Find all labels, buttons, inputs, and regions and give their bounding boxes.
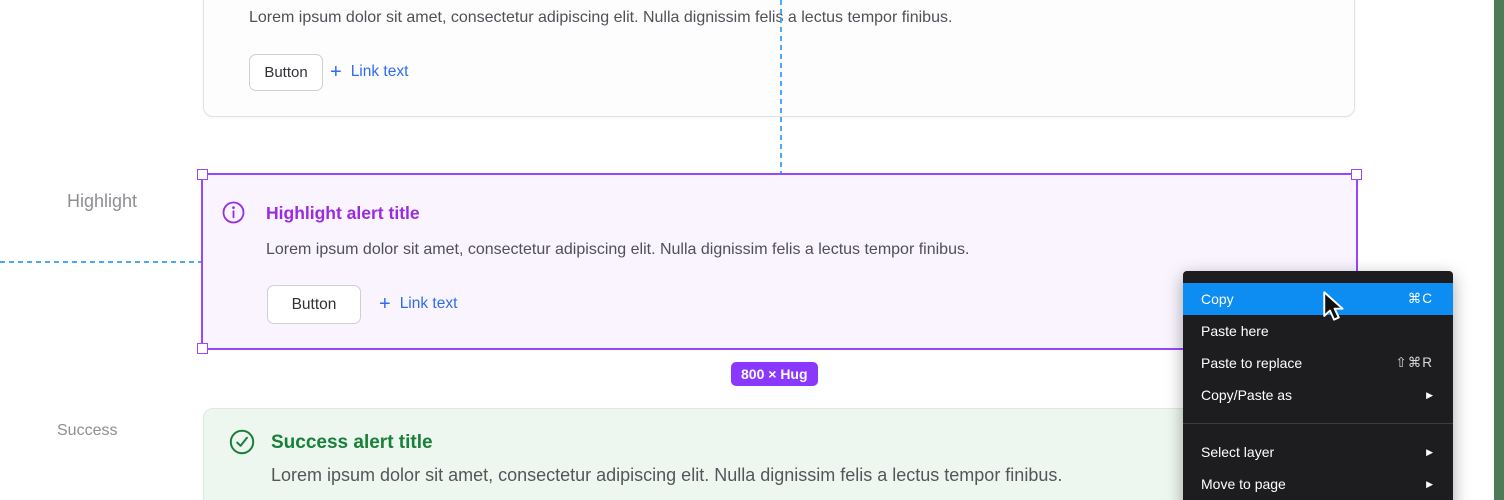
menu-item-paste-here[interactable]: Paste here	[1183, 315, 1453, 347]
submenu-arrow-icon: ▶	[1426, 446, 1433, 457]
plus-icon: +	[379, 292, 391, 315]
menu-item-move-to-page[interactable]: Move to page ▶	[1183, 468, 1453, 500]
selection-handle-top-left[interactable]	[197, 169, 208, 180]
vertical-alignment-guide	[780, 0, 782, 174]
menu-item-label: Move to page	[1201, 476, 1286, 492]
section-label-highlight[interactable]: Highlight	[67, 191, 138, 211]
submenu-arrow-icon: ▶	[1426, 478, 1433, 489]
menu-item-paste-to-replace[interactable]: Paste to replace ⇧⌘R	[1183, 347, 1453, 379]
alert-link[interactable]: + Link text	[379, 285, 457, 322]
alert-body-text: Lorem ipsum dolor sit amet, consectetur …	[266, 241, 970, 258]
menu-item-select-layer[interactable]: Select layer ▶	[1183, 436, 1453, 468]
plus-icon: +	[330, 60, 342, 83]
menu-divider	[1183, 423, 1453, 424]
menu-item-shortcut: ⇧⌘R	[1395, 355, 1433, 370]
menu-item-label: Paste to replace	[1201, 355, 1303, 371]
horizontal-alignment-guide	[0, 261, 202, 263]
section-label-success[interactable]: Success	[57, 422, 118, 439]
selection-handle-top-right[interactable]	[1351, 169, 1362, 180]
alert-button[interactable]: Button	[267, 285, 361, 324]
menu-item-label: Copy/Paste as	[1201, 387, 1293, 403]
alert-title: Success alert title	[271, 432, 433, 453]
menu-item-copy-paste-as[interactable]: Copy/Paste as ▶	[1183, 379, 1453, 411]
alert-body-text: Lorem ipsum dolor sit amet, consectetur …	[271, 465, 1063, 485]
menu-item-label: Copy	[1201, 291, 1234, 307]
selection-size-badge: 800 × Hug	[731, 362, 818, 386]
menu-item-label: Select layer	[1201, 444, 1275, 460]
alert-button[interactable]: Button	[249, 54, 323, 91]
right-edge-strip	[1494, 0, 1504, 500]
alert-link-label: Link text	[350, 62, 409, 80]
selection-handle-bottom-left[interactable]	[197, 343, 208, 354]
alert-card-highlight[interactable]: Highlight alert title Lorem ipsum dolor …	[203, 175, 1357, 348]
alert-link-label: Link text	[399, 294, 458, 312]
menu-item-shortcut: ⌘C	[1407, 291, 1433, 306]
submenu-arrow-icon: ▶	[1426, 389, 1433, 400]
context-menu: Copy ⌘C Paste here Paste to replace ⇧⌘R …	[1183, 271, 1453, 500]
menu-item-copy[interactable]: Copy ⌘C	[1183, 283, 1453, 315]
alert-body-text: Lorem ipsum dolor sit amet, consectetur …	[249, 9, 953, 26]
info-circle-icon	[222, 201, 245, 229]
alert-card-top[interactable]: Lorem ipsum dolor sit amet, consectetur …	[203, 0, 1355, 117]
mouse-cursor-icon	[1322, 291, 1349, 330]
alert-link[interactable]: + Link text	[330, 54, 408, 89]
check-circle-icon	[229, 429, 255, 460]
alert-title: Highlight alert title	[266, 203, 420, 223]
menu-item-label: Paste here	[1201, 323, 1269, 339]
alert-card-success[interactable]: Success alert title Lorem ipsum dolor si…	[203, 408, 1357, 500]
